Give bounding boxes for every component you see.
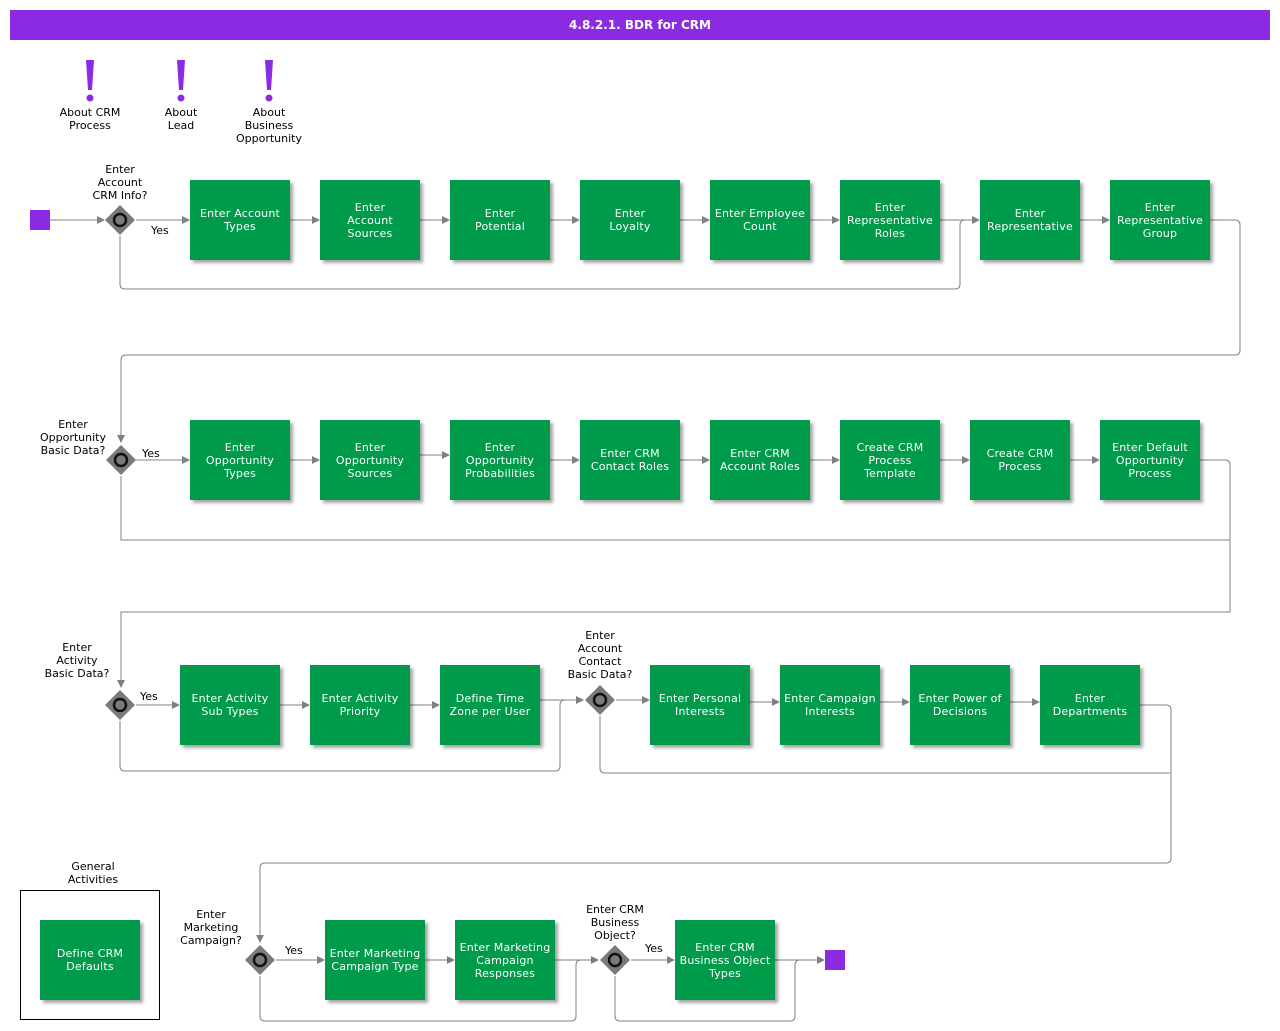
- task-enter-marketing-campaign-responses[interactable]: Enter Marketing Campaign Responses: [455, 920, 555, 1000]
- task-enter-representative-group[interactable]: Enter Representative Group: [1110, 180, 1210, 260]
- end-event[interactable]: [825, 950, 845, 970]
- general-activities-group: [20, 890, 160, 1020]
- task-create-crm-process-template[interactable]: Create CRM Process Template: [840, 420, 940, 500]
- gateway-diamond[interactable]: [244, 944, 276, 976]
- note-label: About CRM Process: [59, 106, 121, 132]
- task-enter-departments[interactable]: Enter Departments: [1040, 665, 1140, 745]
- task-define-crm-defaults[interactable]: Define CRM Defaults: [40, 920, 140, 1000]
- task-enter-opportunity-probabilities[interactable]: Enter Opportunity Probabilities: [450, 420, 550, 500]
- task-enter-loyalty[interactable]: Enter Loyalty: [580, 180, 680, 260]
- exclamation-icon: [265, 60, 273, 102]
- task-enter-activity-sub-types[interactable]: Enter Activity Sub Types: [180, 665, 280, 745]
- task-enter-account-sources[interactable]: Enter Account Sources: [320, 180, 420, 260]
- task-enter-opportunity-types[interactable]: Enter Opportunity Types: [190, 420, 290, 500]
- task-enter-personal-interests[interactable]: Enter Personal Interests: [650, 665, 750, 745]
- task-enter-campaign-interests[interactable]: Enter Campaign Interests: [780, 665, 880, 745]
- task-enter-representative-roles[interactable]: Enter Representative Roles: [840, 180, 940, 260]
- gateway-label: Enter Account Contact Basic Data?: [567, 629, 633, 681]
- task-enter-representative[interactable]: Enter Representative: [980, 180, 1080, 260]
- gateway-label: Enter CRM Business Object?: [586, 903, 644, 942]
- task-enter-employee-count[interactable]: Enter Employee Count: [710, 180, 810, 260]
- gateway-label: Enter Opportunity Basic Data?: [39, 418, 106, 457]
- task-enter-opportunity-sources[interactable]: Enter Opportunity Sources: [320, 420, 420, 500]
- gateway-label: Enter Account CRM Info?: [92, 163, 148, 202]
- note-about-business-opportunity[interactable]: About Business Opportunity: [229, 58, 309, 145]
- task-enter-crm-business-object-types[interactable]: Enter CRM Business Object Types: [675, 920, 775, 1000]
- task-enter-power-of-decisions[interactable]: Enter Power of Decisions: [910, 665, 1010, 745]
- task-enter-potential[interactable]: Enter Potential: [450, 180, 550, 260]
- gateway-diamond[interactable]: [599, 944, 631, 976]
- gateway-diamond[interactable]: [104, 689, 136, 721]
- gateway-diamond[interactable]: [584, 684, 616, 716]
- task-enter-account-types[interactable]: Enter Account Types: [190, 180, 290, 260]
- gateway-label: Enter Activity Basic Data?: [44, 641, 110, 680]
- yes-label: Yes: [140, 690, 158, 703]
- gateway-diamond[interactable]: [104, 204, 136, 236]
- task-enter-activity-priority[interactable]: Enter Activity Priority: [310, 665, 410, 745]
- note-about-lead[interactable]: About Lead: [141, 58, 221, 132]
- task-enter-crm-account-roles[interactable]: Enter CRM Account Roles: [710, 420, 810, 500]
- exclamation-icon: [86, 60, 94, 102]
- task-enter-default-opportunity-process[interactable]: Enter Default Opportunity Process: [1100, 420, 1200, 500]
- diagram-title: 4.8.2.1. BDR for CRM: [10, 10, 1270, 40]
- task-define-time-zone-per-user[interactable]: Define Time Zone per User: [440, 665, 540, 745]
- yes-label: Yes: [645, 942, 663, 955]
- gateway-diamond[interactable]: [105, 444, 137, 476]
- note-label: About Business Opportunity: [235, 106, 302, 145]
- note-about-crm-process[interactable]: About CRM Process: [50, 58, 130, 132]
- start-event[interactable]: [30, 210, 50, 230]
- yes-label: Yes: [151, 224, 169, 237]
- gateway-label: Enter Marketing Campaign?: [180, 908, 242, 947]
- exclamation-icon: [177, 60, 185, 102]
- task-create-crm-process[interactable]: Create CRM Process: [970, 420, 1070, 500]
- task-enter-crm-contact-roles[interactable]: Enter CRM Contact Roles: [580, 420, 680, 500]
- note-label: About Lead: [164, 106, 198, 132]
- general-activities-label: General Activities: [67, 860, 119, 886]
- yes-label: Yes: [142, 447, 160, 460]
- yes-label: Yes: [285, 944, 303, 957]
- task-enter-marketing-campaign-type[interactable]: Enter Marketing Campaign Type: [325, 920, 425, 1000]
